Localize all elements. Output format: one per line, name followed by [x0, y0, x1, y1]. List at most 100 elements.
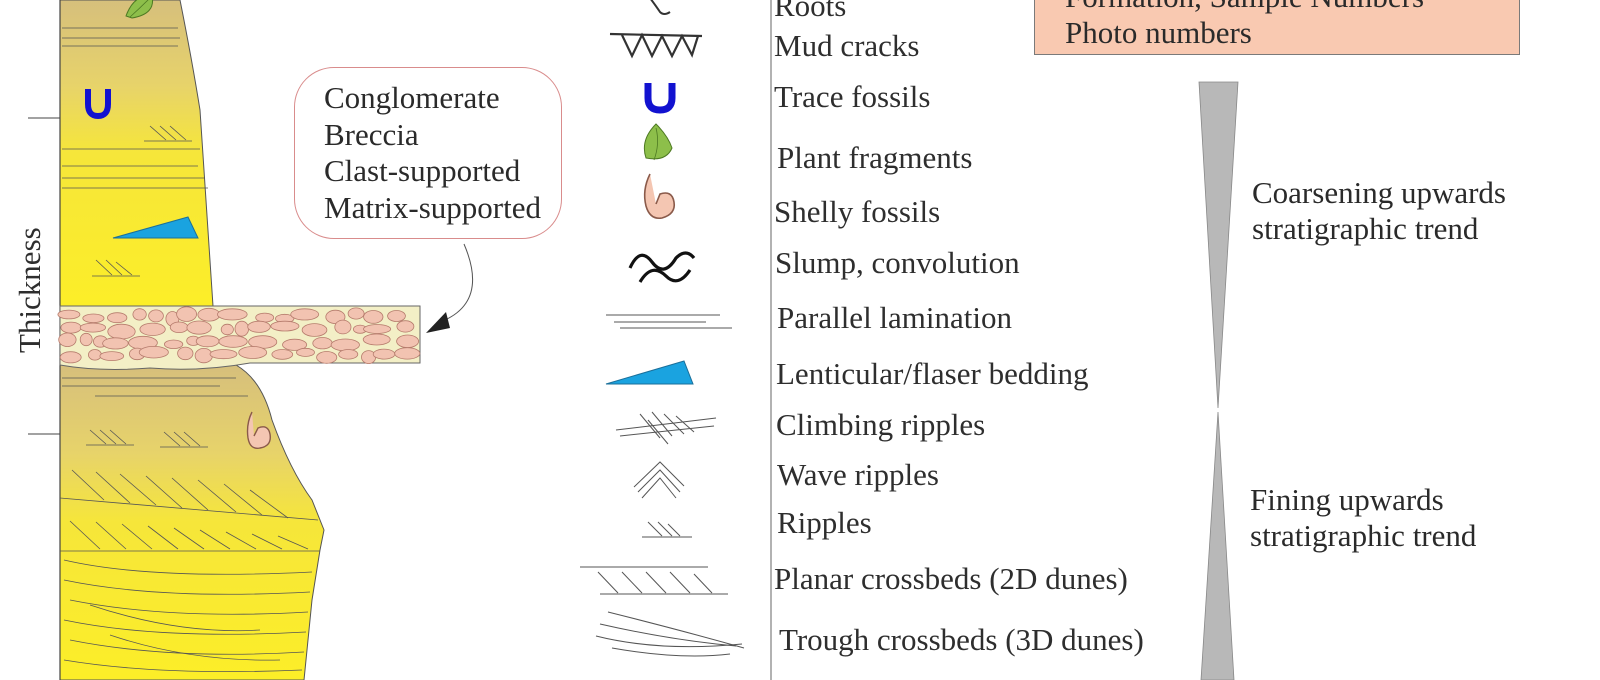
- clast: [282, 338, 308, 351]
- clast: [197, 307, 221, 322]
- clast: [176, 306, 198, 322]
- legend-label-shelly-fossils: Shelly fossils: [774, 194, 941, 229]
- clast: [372, 348, 396, 360]
- legend-label-lenticular-flaser-bedding: Lenticular/flaser bedding: [776, 356, 1089, 391]
- clast: [59, 351, 82, 364]
- legend-label-climbing-ripples: Climbing ripples: [776, 407, 986, 442]
- clast: [312, 337, 333, 350]
- legend-label-parallel-lamination: Parallel lamination: [777, 300, 1013, 335]
- fining-upward-wedge: [1200, 411, 1235, 680]
- clast: [362, 333, 391, 346]
- sample-info-box: Formation, Sample Numbers Photo numbers: [1034, 0, 1520, 55]
- climbing-ripples-icon: [615, 411, 717, 445]
- clast: [394, 347, 421, 360]
- clast: [195, 335, 220, 348]
- legend-label-plant-fragments: Plant fragments: [777, 140, 973, 175]
- clast: [387, 310, 406, 322]
- clast: [164, 339, 184, 350]
- clast: [139, 322, 166, 336]
- legend-label-wave-ripples: Wave ripples: [777, 457, 939, 492]
- upper-laminae: [62, 27, 208, 189]
- clast: [296, 347, 315, 357]
- clast: [79, 332, 93, 347]
- lenticular-bedding-icon: [605, 360, 694, 385]
- info-line: Photo numbers: [1065, 15, 1252, 50]
- clast: [270, 320, 300, 332]
- clast: [338, 349, 359, 360]
- clast: [330, 338, 360, 352]
- clast: [247, 320, 271, 333]
- trough-crossbeds-icon: [595, 611, 745, 657]
- column-trace-fossil-icon: [85, 89, 111, 120]
- legend-label-mud-cracks: Mud cracks: [774, 28, 920, 63]
- clast: [177, 346, 194, 361]
- planar-crossbeds-icon: [580, 566, 728, 595]
- clast: [234, 320, 250, 337]
- legend-label-planar-crossbeds: Planar crossbeds (2D dunes): [774, 561, 1128, 596]
- sedimentary-column: [28, 0, 421, 680]
- callout-line: Breccia: [324, 116, 419, 152]
- legend-symbols: [580, 0, 745, 657]
- clast: [290, 308, 320, 321]
- legend-label-trough-crossbeds: Trough crossbeds (3D dunes): [779, 622, 1144, 657]
- clast: [58, 332, 77, 348]
- clast: [209, 349, 238, 360]
- slump-convolution-icon: [628, 251, 696, 283]
- thickness-axis-label: Thickness: [12, 227, 47, 353]
- clast: [334, 319, 352, 335]
- legend-label-roots: Roots: [774, 0, 847, 23]
- clast: [79, 322, 107, 333]
- clast: [396, 320, 415, 333]
- clast: [186, 320, 212, 335]
- legend-label-slump-convolution: Slump, convolution: [775, 245, 1020, 280]
- column-lenticular-bedding-icon: [112, 216, 199, 239]
- roots-icon: [650, 0, 671, 15]
- clast: [316, 351, 338, 364]
- clast: [60, 321, 82, 334]
- callout-line: Clast-supported: [324, 153, 521, 188]
- clast: [169, 321, 189, 334]
- legend-label-ripples: Ripples: [777, 505, 872, 540]
- info-line: Formation, Sample Numbers: [1065, 0, 1519, 15]
- trend-wedges: [1198, 81, 1239, 680]
- clast: [363, 324, 392, 334]
- clast: [88, 349, 102, 361]
- clast: [347, 307, 365, 320]
- clast: [301, 323, 328, 337]
- ripples-icon: [642, 521, 692, 538]
- trace-fossil-icon: [644, 83, 676, 114]
- parallel-lamination-icon: [606, 314, 732, 329]
- callout-line: Matrix-supported: [324, 189, 541, 225]
- clast: [107, 323, 136, 340]
- mud-cracks-icon: [609, 32, 703, 59]
- coarsening-trend-label: Coarsening upwards stratigraphic trend: [1252, 175, 1506, 246]
- conglomerate-bed: [57, 305, 421, 370]
- legend-label-trace-fossils: Trace fossils: [774, 79, 931, 114]
- clast: [396, 334, 420, 349]
- clast: [238, 346, 268, 359]
- plant-fragment-icon: [643, 123, 673, 161]
- shelly-fossil-icon: [643, 173, 676, 220]
- clast: [220, 323, 234, 336]
- clast: [107, 312, 128, 324]
- lithology-callout: Conglomerate Breccia Clast-supported Mat…: [294, 67, 562, 239]
- clast: [132, 308, 147, 321]
- lower-laminae: [59, 377, 320, 673]
- clast: [82, 313, 105, 324]
- clast: [102, 337, 129, 350]
- clast: [99, 351, 125, 362]
- clast: [138, 346, 169, 359]
- wave-ripples-icon: [633, 461, 685, 499]
- clast: [218, 335, 248, 348]
- clast: [217, 308, 248, 321]
- fining-trend-label: Fining upwards stratigraphic trend: [1250, 482, 1477, 553]
- clast: [271, 349, 294, 360]
- upper-small-ripples: [92, 125, 192, 277]
- column-plant-fragment-icon: [125, 0, 154, 19]
- callout-line: Conglomerate: [324, 80, 500, 115]
- callout-pointer: [426, 243, 473, 333]
- coarsening-upward-wedge: [1198, 81, 1239, 409]
- clast: [148, 309, 164, 323]
- clast: [57, 309, 81, 320]
